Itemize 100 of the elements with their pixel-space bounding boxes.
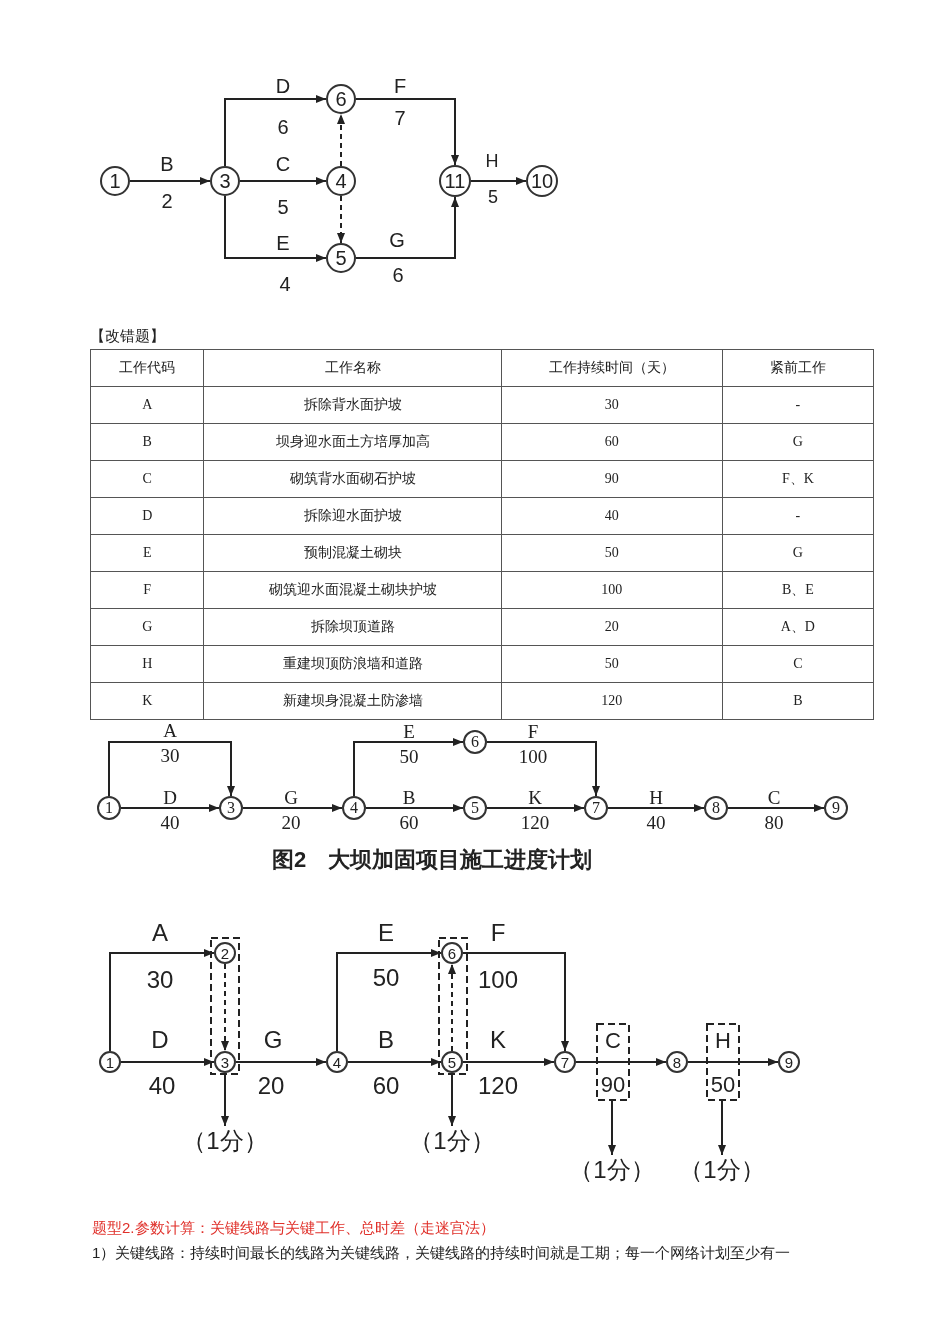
arrow (224, 95, 327, 167)
arrow (607, 804, 705, 812)
event-circle: 6 (441, 942, 463, 964)
arrow (365, 804, 464, 812)
table-cell: 90 (501, 460, 723, 498)
score-note: （1分） (567, 1155, 657, 1185)
activity-name: G (284, 787, 298, 807)
activity-duration: 20 (281, 812, 301, 832)
activity-duration: 40 (646, 812, 666, 832)
activity-duration: 50 (710, 1074, 736, 1096)
activity-name: B (378, 1028, 394, 1052)
activity-duration: 6 (392, 265, 404, 285)
event-circle: 11 (439, 165, 471, 197)
arrow (235, 1058, 327, 1066)
arrow (109, 949, 215, 1052)
activity-name: E (276, 233, 290, 253)
table-cell: 新建坝身混凝土防渗墙 (203, 682, 502, 720)
event-circle: 2 (214, 942, 236, 964)
table-header: 工作持续时间（天） (501, 349, 723, 387)
arrow (353, 738, 464, 797)
table-cell: G (722, 534, 874, 572)
score-note: （1分） (407, 1126, 497, 1156)
event-circle: 8 (704, 796, 728, 820)
activity-name: G (389, 230, 405, 250)
table-cell: B (90, 423, 204, 461)
table-cell: A、D (722, 608, 874, 646)
activity-name: K (490, 1028, 506, 1052)
event-circle: 6 (463, 730, 487, 754)
activity-duration: 4 (279, 274, 291, 294)
event-circle: 6 (326, 84, 356, 114)
activity-duration: 80 (764, 812, 784, 832)
arrow (727, 804, 825, 812)
score-note: （1分） (677, 1155, 767, 1185)
arrow (462, 1058, 555, 1066)
arrow (129, 177, 211, 185)
arrow (224, 195, 327, 262)
table-cell: 砌筑迎水面混凝土砌块护坡 (203, 571, 502, 609)
activity-name: E (403, 721, 415, 741)
arrow (448, 1072, 456, 1127)
event-circle: 3 (214, 1051, 236, 1073)
event-circle: 1 (97, 796, 121, 820)
table-cell: 50 (501, 534, 723, 572)
activity-name: K (528, 787, 542, 807)
table-cell: 拆除坝顶道路 (203, 608, 502, 646)
arrow (486, 804, 585, 812)
activity-duration: 90 (600, 1074, 626, 1096)
activity-name: D (151, 1028, 169, 1052)
event-circle: 7 (584, 796, 608, 820)
activity-duration: 30 (160, 745, 180, 765)
table-cell: C (722, 645, 874, 683)
table-cell: 预制混凝土砌块 (203, 534, 502, 572)
activity-duration: 120 (520, 812, 550, 832)
arrow (221, 1072, 229, 1127)
table-cell: D (90, 497, 204, 535)
activity-name: C (767, 787, 781, 807)
table-header: 工作名称 (203, 349, 502, 387)
table-cell: G (90, 608, 204, 646)
activity-duration: 2 (161, 191, 173, 211)
arrow (355, 98, 459, 166)
activity-duration: 100 (478, 968, 518, 992)
question-heading: 题型2.参数计算：关键线路与关键工作、总时差（走迷宫法） (92, 1219, 495, 1238)
activity-duration: 20 (257, 1074, 285, 1098)
arrow (347, 1058, 442, 1066)
activity-duration: 60 (399, 812, 419, 832)
activity-name: C (275, 154, 291, 174)
activity-duration: 5 (488, 188, 498, 206)
table-cell: 60 (501, 423, 723, 461)
activity-duration: 5 (277, 197, 289, 217)
table-cell: 30 (501, 386, 723, 424)
event-circle: 1 (100, 166, 130, 196)
activity-name: F (393, 76, 407, 96)
activity-duration: 6 (277, 117, 289, 137)
event-circle: 8 (666, 1051, 688, 1073)
activity-name: F (527, 721, 539, 741)
event-circle: 10 (526, 165, 558, 197)
dummy-arrow (221, 963, 229, 1052)
event-circle: 5 (463, 796, 487, 820)
figure-caption: 图2 大坝加固项目施工进度计划 (272, 846, 593, 874)
event-circle: 1 (99, 1051, 121, 1073)
activity-name: A (152, 921, 168, 945)
arrow (718, 1100, 726, 1156)
activity-name: B (402, 787, 416, 807)
event-circle: 4 (326, 166, 356, 196)
activity-duration: 50 (399, 746, 419, 766)
event-circle: 4 (326, 1051, 348, 1073)
dummy-arrow (337, 195, 345, 244)
event-circle: 4 (342, 796, 366, 820)
arrow (242, 804, 343, 812)
table-cell: G (722, 423, 874, 461)
table-cell: - (722, 386, 874, 424)
activity-duration: 40 (160, 812, 180, 832)
activity-name: A (163, 720, 177, 740)
table-cell: H (90, 645, 204, 683)
arrow (120, 804, 220, 812)
arrow (575, 1058, 667, 1066)
arrow (486, 741, 600, 797)
table-cell: 100 (501, 571, 723, 609)
table-cell: A (90, 386, 204, 424)
activity-duration: 40 (148, 1074, 176, 1098)
arrow (470, 177, 527, 185)
